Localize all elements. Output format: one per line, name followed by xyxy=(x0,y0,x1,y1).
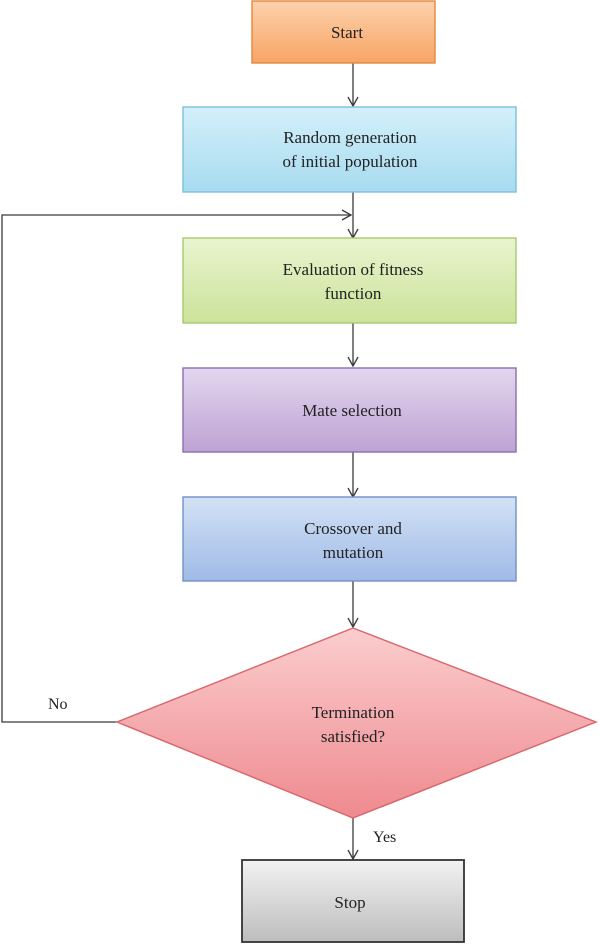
selection-node: Mate selection xyxy=(182,367,517,453)
termination-label: Termination satisfied? xyxy=(312,703,395,746)
yes-label: Yes xyxy=(373,829,396,846)
connectors xyxy=(1,63,359,861)
crossover-line-2: mutation xyxy=(323,543,384,562)
stop-node: Stop xyxy=(241,859,465,943)
selection-label: Mate selection xyxy=(302,401,402,420)
init-population-node: Random generation of initial population xyxy=(182,106,517,193)
fitness-line-1: Evaluation of fitness xyxy=(283,260,424,279)
no-label: No xyxy=(48,696,68,713)
crossover-line-1: Crossover and xyxy=(304,519,402,538)
fitness-label: Evaluation of fitness function xyxy=(283,260,424,303)
start-line-1: Start xyxy=(331,23,363,42)
start-node: Start xyxy=(251,0,436,64)
init-population-line-1: Random generation xyxy=(283,128,417,147)
stop-label: Stop xyxy=(334,893,365,912)
crossover-label: Crossover and mutation xyxy=(304,519,402,562)
fitness-node: Evaluation of fitness function xyxy=(182,237,517,324)
termination-line-1: Termination xyxy=(312,703,395,722)
fitness-line-2: function xyxy=(325,284,382,303)
stop-line-1: Stop xyxy=(334,893,365,912)
selection-line-1: Mate selection xyxy=(302,401,402,420)
crossover-node: Crossover and mutation xyxy=(182,496,517,582)
termination-line-2: satisfied? xyxy=(321,727,385,746)
start-label: Start xyxy=(331,23,363,42)
init-population-label: Random generation of initial population xyxy=(282,128,418,171)
loop-back-no-path xyxy=(1,209,353,723)
init-population-line-2: of initial population xyxy=(282,152,418,171)
termination-decision-node: Termination satisfied? xyxy=(115,627,598,819)
